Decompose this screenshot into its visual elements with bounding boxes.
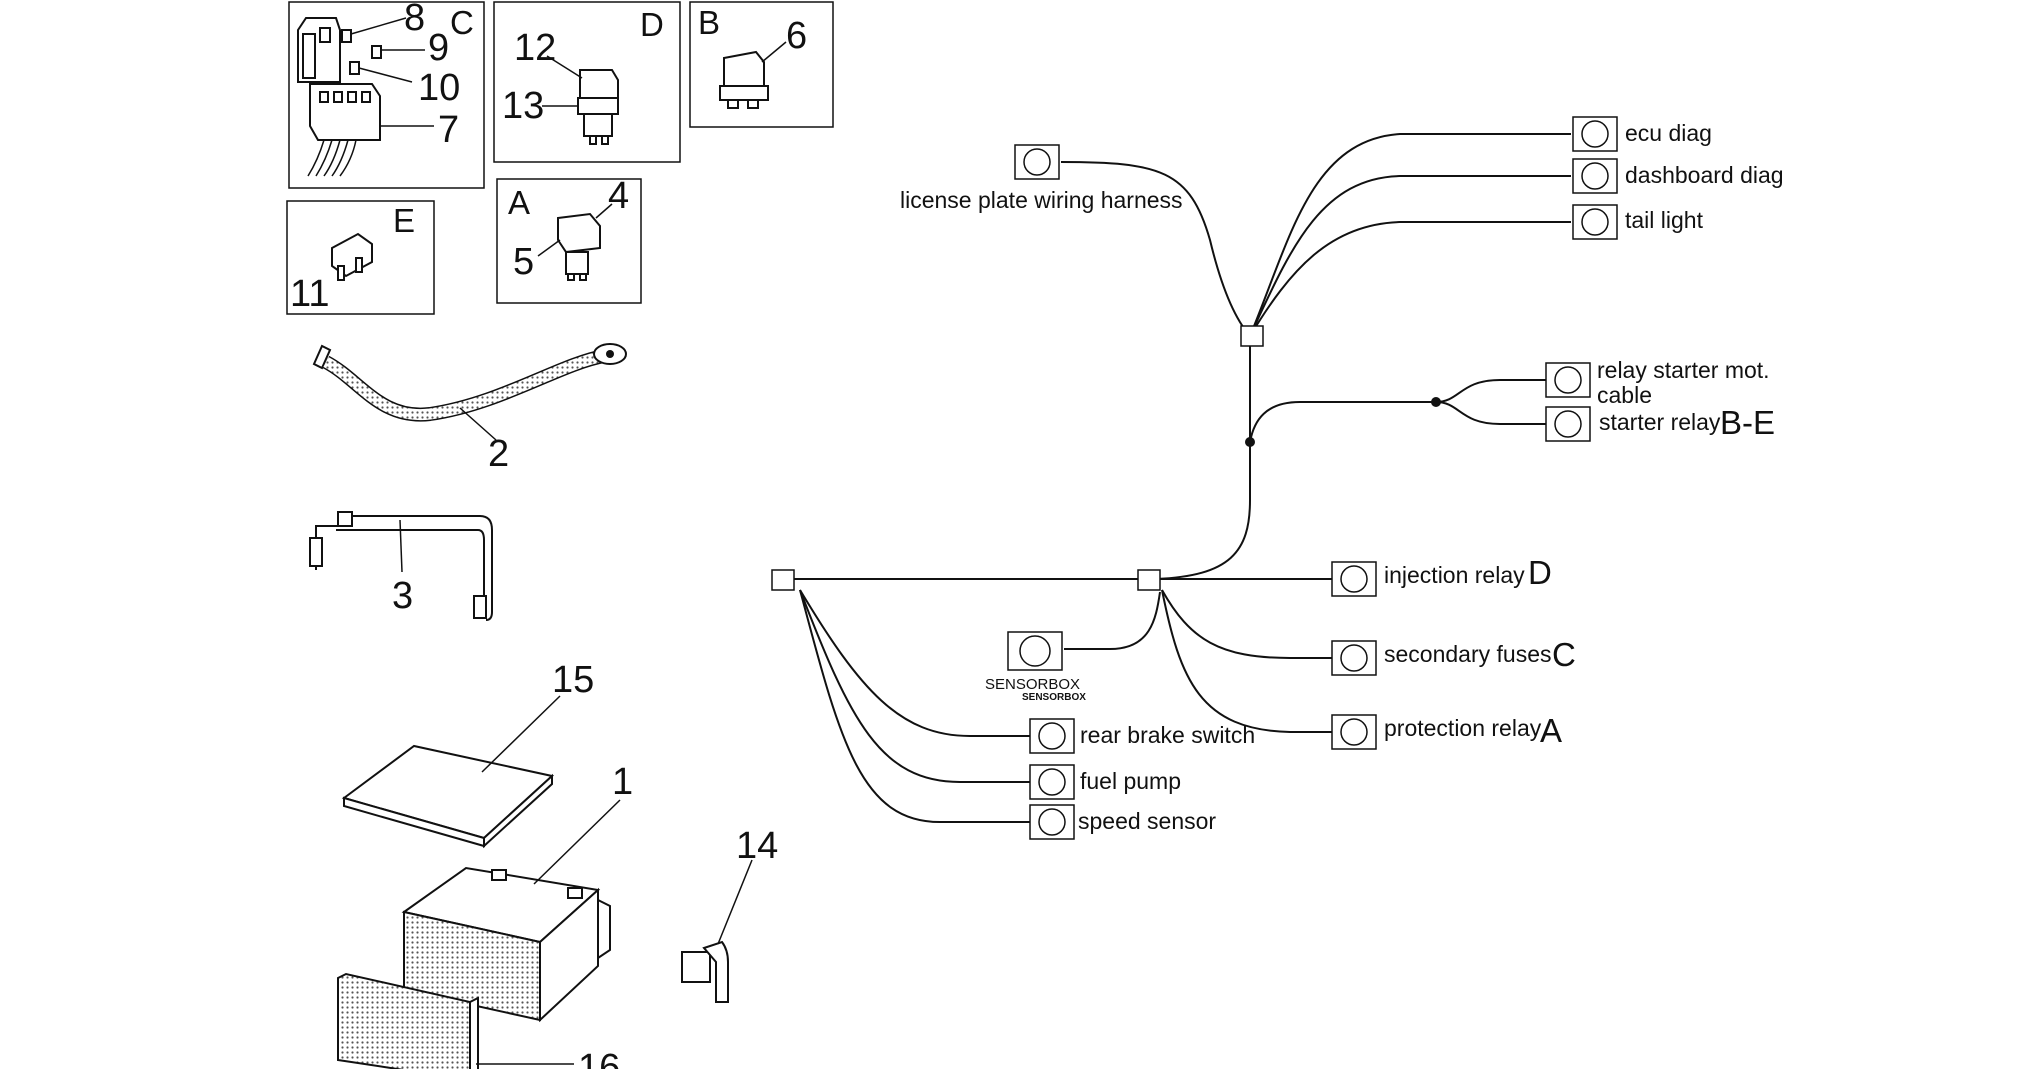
battery-pad [341,744,555,849]
ref-starter-relay: B-E [1720,404,1775,441]
ref-injection-relay: D [1528,554,1552,591]
frame-d-letter: D [640,6,664,43]
junction-middle [1137,569,1161,591]
label-license-plate: license plate wiring harness [900,187,1183,213]
part-number-16: 16 [578,1047,620,1069]
part-number-8: 8 [404,0,425,39]
label-fuel-pump: fuel pump [1080,768,1181,794]
fuse-box-icon [297,17,381,177]
connector-tail-light: tail light [1572,204,1704,240]
ref-secondary-fuses: C [1552,636,1576,673]
frame-b: B 6 [689,1,834,128]
label-tail-light: tail light [1625,207,1704,233]
label-injection-relay: injection relay [1384,562,1525,588]
elbow-connector [681,940,729,1003]
label-rear-brake-switch: rear brake switch [1080,722,1255,748]
connector-relay-starter: relay starter mot. cable [1545,357,1770,408]
part-number-13: 13 [502,85,544,127]
label-relay-starter-1: relay starter mot. [1597,357,1770,383]
connector-starter-relay: starter relay B-E [1545,404,1775,442]
part-number-2: 2 [488,433,509,475]
part-number-15: 15 [552,659,594,701]
frame-b-letter: B [698,4,720,41]
splice-dot [1431,397,1441,407]
connector-sensorbox: SENSORBOX SENSORBOX [985,631,1086,703]
battery-plate [337,972,479,1069]
frame-e-letter: E [393,202,415,239]
part-number-7: 7 [438,109,459,151]
label-dashboard-diag: dashboard diag [1625,162,1784,188]
frame-a: A 4 5 [496,175,642,304]
junction-upper [1240,325,1264,347]
label-secondary-fuses: secondary fuses [1384,641,1551,667]
part-number-11: 11 [290,273,329,315]
cable-3 [309,511,493,621]
frame-c-letter: C [450,4,474,41]
part-number-4: 4 [608,175,629,217]
part-number-9: 9 [428,27,449,69]
connector-rear-brake-switch: rear brake switch [1029,718,1255,754]
part-number-12: 12 [514,27,556,69]
part-number-6: 6 [786,15,807,57]
part-number-3: 3 [392,575,413,617]
junction-left [771,569,795,591]
part-number-14: 14 [736,825,778,867]
part-number-10: 10 [418,67,460,109]
label-protection-relay: protection relay [1384,715,1542,741]
frame-e: E 11 [286,200,435,315]
connector-protection-relay: protection relay A [1331,712,1562,750]
frame-a-letter: A [508,184,530,221]
frame-d: D 12 13 [493,1,681,163]
connector-speed-sensor: speed sensor [1029,804,1216,840]
connector-dashboard-diag: dashboard diag [1572,158,1784,194]
label-ecu-diag: ecu diag [1625,120,1712,146]
part-number-1: 1 [612,761,633,803]
blade-fuse-icon [331,232,373,281]
label-starter-relay: starter relay [1599,409,1721,435]
label-speed-sensor: speed sensor [1078,808,1216,834]
label-sensorbox-sub: SENSORBOX [1022,692,1086,703]
connector-fuel-pump: fuel pump [1029,764,1181,800]
connector-secondary-fuses: secondary fuses C [1331,636,1576,676]
relay-icon [577,69,619,145]
ref-protection-relay: A [1540,712,1562,749]
label-relay-starter-2: cable [1597,382,1652,408]
battery-cable [312,343,627,422]
frame-c: C 8 9 10 7 [288,0,485,189]
part-number-5: 5 [513,241,534,283]
battery [401,866,611,1023]
connector-injection-relay: injection relay D [1331,554,1552,597]
harness-wires [793,133,1571,823]
connector-license-plate: license plate wiring harness [900,144,1183,213]
connector-ecu-diag: ecu diag [1572,116,1712,152]
label-sensorbox: SENSORBOX [985,676,1080,693]
relay-icon [719,50,769,109]
relay-icon [557,212,601,281]
splice-dot [1245,437,1255,447]
mini-fuse-icon [341,29,382,75]
